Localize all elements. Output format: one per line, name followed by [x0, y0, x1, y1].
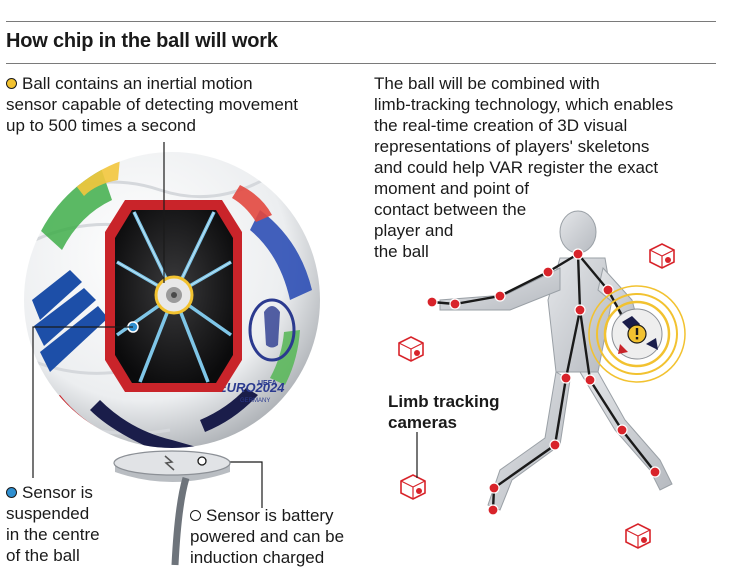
charging-cable: [171, 477, 190, 566]
skeleton-caption: The ball will be combined with limb-trac…: [374, 74, 674, 261]
top-rule: [6, 21, 716, 22]
player-figure: [426, 210, 686, 516]
euro2024-text: EURO2024: [218, 380, 285, 395]
blue-dot-icon: [6, 487, 17, 498]
title-rule: [6, 63, 716, 64]
page-title: How chip in the ball will work: [6, 30, 278, 52]
ball-cutaway: [105, 200, 242, 392]
camera-icon: [625, 523, 651, 549]
motion-sensor-caption: Ball contains an inertial motion sensor …: [6, 74, 299, 135]
centre-sensor-caption: Sensor is suspended in the centre of the…: [6, 483, 100, 565]
camera-icon: [398, 336, 424, 362]
camera-icon: [400, 474, 426, 500]
uefa-text: UEFA: [258, 380, 277, 387]
white-dot-icon: [190, 510, 201, 521]
yellow-dot-icon: [6, 78, 17, 89]
battery-sensor-caption: Sensor is battery powered and can be ind…: [190, 506, 345, 567]
football: UEFA EURO2024 GERMANY: [24, 142, 320, 508]
camera-icon: [649, 243, 675, 269]
skeleton-joints: [426, 248, 661, 516]
ball-contact-point: [588, 285, 686, 383]
cameras-caption: Limb tracking cameras: [388, 392, 500, 432]
germany-text: GERMANY: [240, 398, 270, 404]
charging-pad: [113, 450, 231, 566]
leader-line-centre: [32, 326, 133, 478]
battery-sensor-marker: [197, 456, 207, 466]
lightning-icon: [164, 455, 175, 471]
